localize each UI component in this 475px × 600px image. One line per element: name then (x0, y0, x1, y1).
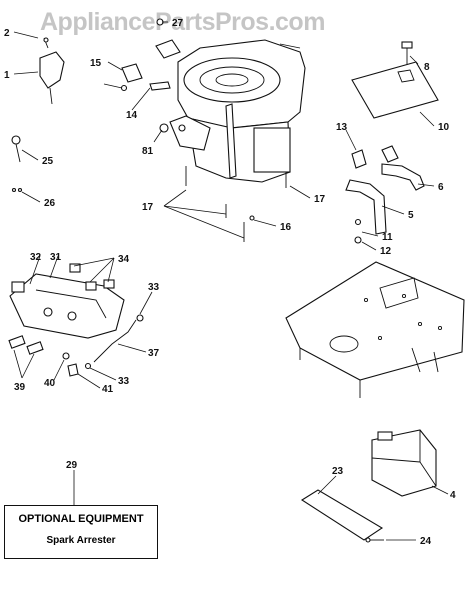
exhaust-pipes (345, 145, 425, 244)
part-35 (120, 84, 128, 92)
optional-equipment-box: OPTIONAL EQUIPMENT Spark Arrester (4, 505, 158, 559)
callout-8: 8 (424, 62, 430, 73)
callout-14: 14 (126, 110, 138, 121)
part-14 (149, 81, 171, 91)
optional-equipment-title: OPTIONAL EQUIPMENT (18, 513, 144, 525)
callout-33-bottom: 33 (118, 376, 130, 387)
part-23-spark-screen (300, 489, 384, 541)
part-24-screw (365, 537, 384, 543)
part-41 (67, 362, 92, 377)
callout-12: 12 (380, 246, 392, 257)
callout-26: 26 (44, 198, 56, 209)
callout-81: 81 (142, 146, 154, 157)
callout-2: 2 (4, 28, 10, 39)
part-26 (11, 187, 23, 193)
callout-16: 16 (280, 222, 292, 233)
part-37-cable (93, 314, 144, 363)
spark-arrester-label: Spark Arrester (46, 535, 116, 546)
callout-27: 27 (172, 18, 184, 29)
leader-lines (13, 21, 449, 541)
part-32 (11, 281, 25, 293)
callout-33-top: 33 (148, 282, 160, 293)
callout-34: 34 (118, 254, 130, 265)
part-34-clips (69, 263, 115, 291)
callout-15: 15 (90, 58, 102, 69)
callout-13: 13 (336, 122, 348, 133)
callout-4: 4 (450, 490, 456, 501)
part-25 (11, 135, 21, 163)
callout-labels: 2 1 27 15 14 81 8 10 13 6 5 11 12 25 26 … (4, 18, 456, 547)
callout-39: 39 (14, 382, 26, 393)
part-15 (121, 63, 143, 83)
engine-assembly (169, 39, 306, 183)
engine-bolts-17 (185, 166, 287, 242)
callout-23: 23 (332, 466, 344, 477)
callout-10: 10 (438, 122, 450, 133)
callout-5: 5 (408, 210, 414, 221)
callout-40: 40 (44, 378, 56, 389)
callout-11: 11 (382, 232, 393, 243)
callout-41: 41 (102, 384, 114, 395)
watermark-text: AppliancePartsPros.com (40, 8, 325, 36)
callout-1: 1 (4, 70, 10, 81)
callout-31: 31 (50, 252, 62, 263)
part-27 (155, 18, 181, 59)
callout-24: 24 (420, 536, 432, 547)
part-4-muffler (371, 429, 437, 497)
chassis-plate (285, 261, 465, 398)
part-1-bracket (39, 37, 65, 105)
callout-17-right: 17 (314, 194, 326, 205)
callout-17-left: 17 (142, 202, 154, 213)
part-40 (62, 352, 70, 360)
callout-29: 29 (66, 460, 78, 471)
callout-37: 37 (148, 348, 160, 359)
part-8 (401, 41, 413, 64)
part-10-heat-shield (351, 61, 439, 119)
callout-25: 25 (42, 156, 54, 167)
part-39-keys (8, 335, 44, 355)
callout-6: 6 (438, 182, 444, 193)
callout-32: 32 (30, 252, 42, 263)
